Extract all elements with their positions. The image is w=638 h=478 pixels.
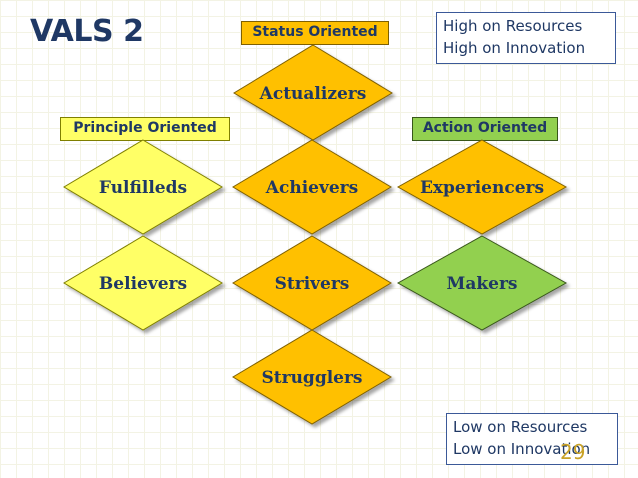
principle-oriented-label: Principle Oriented (60, 117, 230, 141)
diamond-makers: Makers (396, 235, 568, 331)
diamond-label-believers: Believers (99, 274, 187, 294)
diamond-strivers: Strivers (232, 235, 392, 331)
diamond-fulfilleds: Fulfilleds (63, 139, 223, 235)
high-resources-text: High on Resources (443, 17, 583, 35)
diamond-label-achievers: Achievers (265, 178, 358, 198)
low-resources-text: Low on Resources (453, 418, 588, 436)
status-oriented-label: Status Oriented (241, 21, 389, 45)
high-innovation-text: High on Innovation (443, 39, 586, 57)
diamond-label-actualizers: Actualizers (259, 84, 367, 104)
diamond-label-makers: Makers (447, 274, 518, 294)
low-resources-box: Low on Resources Low on Innovation (446, 413, 618, 465)
action-oriented-label: Action Oriented (412, 117, 558, 141)
diamond-strugglers: Strugglers (232, 329, 392, 425)
diamond-label-strivers: Strivers (275, 274, 350, 294)
diamond-believers: Believers (63, 235, 223, 331)
high-resources-box: High on Resources High on Innovation (436, 12, 616, 64)
low-innovation-text: Low on Innovation (453, 440, 591, 458)
slide-title: VALS 2 (30, 14, 144, 49)
diamond-actualizers: Actualizers (233, 44, 393, 141)
diamond-experiencers: Experiencers (396, 139, 568, 235)
diamond-achievers: Achievers (232, 139, 392, 235)
diamond-label-strugglers: Strugglers (261, 368, 362, 388)
diamond-label-fulfilleds: Fulfilleds (99, 178, 187, 198)
diamond-label-experiencers: Experiencers (420, 178, 544, 198)
page-number: 29 (560, 440, 586, 464)
